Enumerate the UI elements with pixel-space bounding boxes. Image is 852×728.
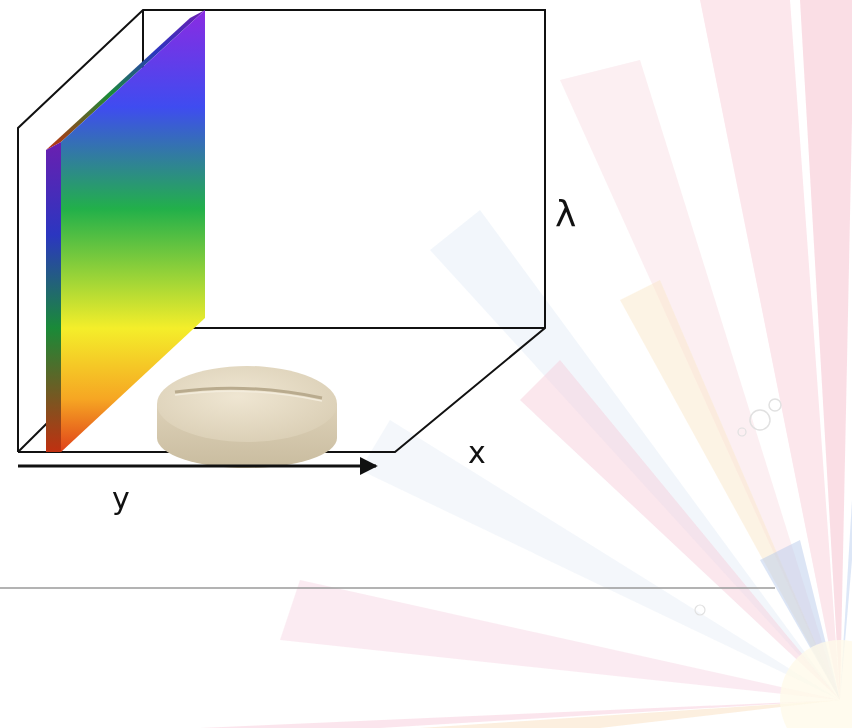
axis-label: y [112,484,130,514]
axis-label: x [468,438,486,468]
axis-label: λ [555,196,576,232]
tablet [157,366,337,468]
separator-line [0,587,775,589]
background-rays [200,0,852,728]
data-cube [18,10,545,452]
scan-arrow [18,465,376,468]
